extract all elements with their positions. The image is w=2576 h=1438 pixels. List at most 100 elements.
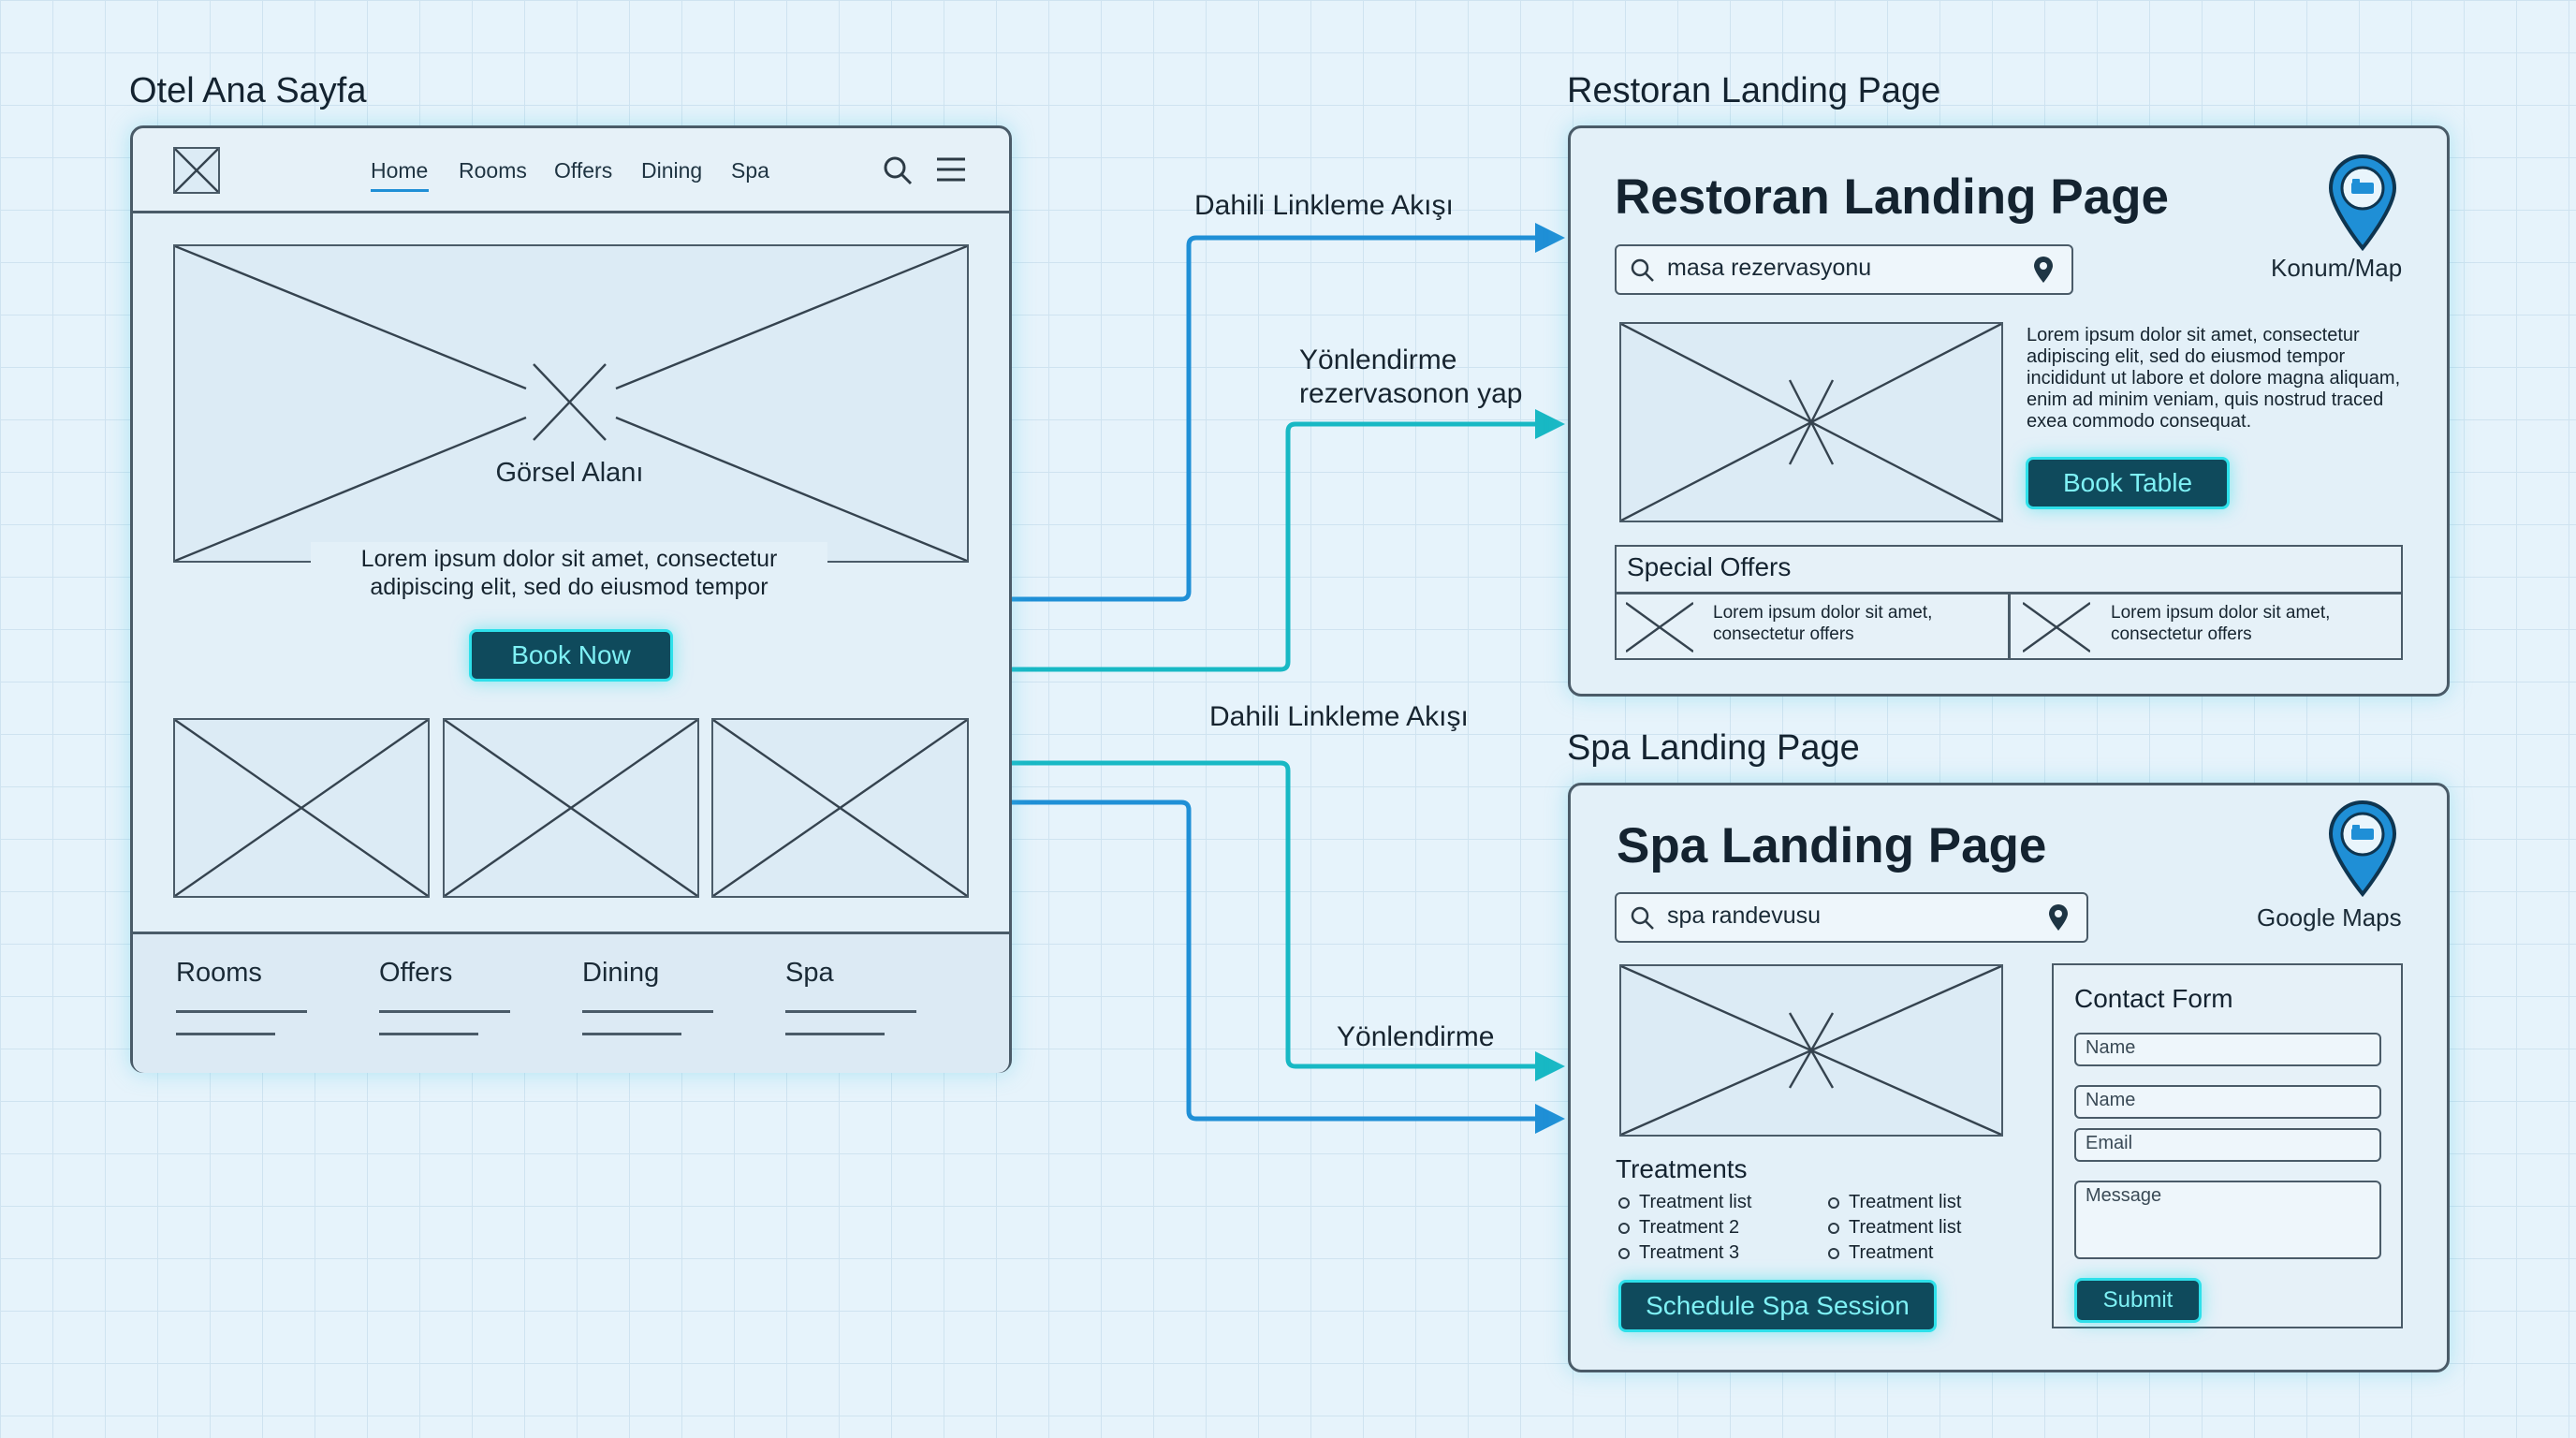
flow-label-internal-bottom: Dahili Linkleme Akışı [1209, 701, 1469, 732]
restaurant-description-line-1: Lorem ipsum dolor sit amet, consectetur [2027, 325, 2360, 345]
nav-offers[interactable]: Offers [554, 158, 613, 183]
nav-home[interactable]: Home [371, 158, 429, 183]
treatment-left-3: Treatment 3 [1617, 1242, 1740, 1263]
flow-label-redirect-bottom: Yönlendirme [1337, 1021, 1495, 1052]
search-icon [1631, 906, 1654, 930]
footer-dining-line-1 [582, 1010, 713, 1013]
restaurant-description-line-4: enim ad minim veniam, quis nostrud trace… [2027, 389, 2384, 410]
flow-label-redirect-top-2: rezervasonon yap [1299, 378, 1523, 409]
name-field-2[interactable]: Name [2074, 1085, 2381, 1119]
thumbnail-2 [443, 718, 699, 898]
location-pin-icon [2328, 154, 2397, 252]
footer-offers-line-2 [379, 1033, 478, 1035]
footer-link-offers[interactable]: Offers [379, 958, 453, 988]
restaurant-map-label: Konum/Map [2271, 254, 2403, 282]
location-pin-icon [2328, 800, 2397, 898]
offer-2-text: Lorem ipsum dolor sit amet, consectetur … [2111, 602, 2330, 645]
special-offers-col-divider [2008, 592, 2011, 659]
restaurant-section-title: Restoran Landing Page [1567, 71, 1941, 110]
home-footer [133, 932, 1009, 1073]
nav-dining[interactable]: Dining [641, 158, 703, 183]
contact-form-title: Contact Form [2074, 984, 2233, 1013]
offer-1-line-2: consectetur offers [1713, 624, 1854, 644]
hero-label: Görsel Alanı [495, 458, 644, 488]
email-field-placeholder: Email [2086, 1133, 2133, 1153]
spa-section-title: Spa Landing Page [1567, 728, 1860, 768]
email-field[interactable]: Email [2074, 1128, 2381, 1162]
hero-lorem-line-2: adipiscing elit, sed do eiusmod tempor [370, 574, 768, 600]
contact-form: Contact Form Name Name Email Message Sub… [2052, 963, 2403, 1328]
offer-2-line-1: Lorem ipsum dolor sit amet, [2111, 603, 2331, 623]
restaurant-description-line-3: incididunt ut labore et dolore magna ali… [2027, 368, 2401, 389]
restaurant-search-input[interactable]: masa rezervasyonu [1615, 244, 2073, 295]
footer-offers-line-1 [379, 1010, 510, 1013]
hamburger-menu-icon[interactable] [935, 156, 967, 183]
name-field-2-placeholder: Name [2086, 1090, 2136, 1110]
arrow-redirect-to-restaurant [1007, 421, 1535, 672]
treatments-title: Treatments [1616, 1154, 1748, 1183]
footer-link-spa[interactable]: Spa [785, 958, 834, 988]
hero-lorem-line-1: Lorem ipsum dolor sit amet, consectetur [360, 546, 778, 572]
restaurant-heading: Restoran Landing Page [1615, 169, 2169, 225]
message-field[interactable]: Message [2074, 1181, 2381, 1259]
submit-button[interactable]: Submit [2074, 1278, 2202, 1323]
footer-spa-line-1 [785, 1010, 916, 1013]
nav-rooms[interactable]: Rooms [459, 158, 527, 183]
offer-2-line-2: consectetur offers [2111, 624, 2252, 644]
treatment-left-1: Treatment list [1617, 1192, 1752, 1212]
treatment-right-2: Treatment list [1827, 1217, 1962, 1238]
arrow-redirect-to-spa [1007, 800, 1535, 1122]
flow-label-internal-top: Dahili Linkleme Akışı [1194, 190, 1454, 221]
name-field-1[interactable]: Name [2074, 1033, 2381, 1066]
offer-1-thumbnail [1626, 602, 1693, 653]
home-header [133, 128, 1009, 213]
footer-dining-line-2 [582, 1033, 681, 1035]
spa-page-wireframe: Spa Landing Page Google Maps spa randevu… [1568, 783, 2450, 1372]
map-pin-icon[interactable] [2047, 903, 2070, 932]
name-field-1-placeholder: Name [2086, 1037, 2136, 1058]
map-pin-icon[interactable] [2032, 256, 2055, 284]
treatment-left-2: Treatment 2 [1617, 1217, 1740, 1238]
book-table-button[interactable]: Book Table [2026, 457, 2230, 509]
search-icon [1631, 258, 1654, 282]
footer-spa-line-2 [785, 1033, 885, 1035]
special-offers-box: Special Offers Lorem ipsum dolor sit ame… [1615, 545, 2403, 660]
restaurant-description-line-2: adipiscing elit, sed do eiusmod tempor [2027, 346, 2346, 367]
offer-1-text: Lorem ipsum dolor sit amet, consectetur … [1713, 602, 1932, 645]
logo-placeholder [173, 147, 220, 194]
nav-home-underline [371, 189, 429, 192]
treatment-right-3: Treatment [1827, 1242, 1934, 1263]
restaurant-description: Lorem ipsum dolor sit amet, consectetur … [2027, 325, 2420, 433]
hero-text-backdrop [311, 542, 827, 617]
flow-label-redirect-top-1: Yönlendirme [1299, 345, 1457, 375]
restaurant-search-value: masa rezervasyonu [1667, 255, 1872, 281]
offer-2-thumbnail [2023, 602, 2090, 653]
home-section-title: Otel Ana Sayfa [129, 71, 367, 110]
book-now-button[interactable]: Book Now [469, 629, 673, 682]
nav-spa[interactable]: Spa [731, 158, 769, 183]
spa-search-value: spa randevusu [1667, 902, 1822, 929]
footer-rooms-line-1 [176, 1010, 307, 1013]
message-field-placeholder: Message [2086, 1185, 2162, 1206]
special-offers-title: Special Offers [1627, 552, 1792, 581]
footer-link-rooms[interactable]: Rooms [176, 958, 262, 988]
spa-image-placeholder [1619, 964, 2003, 1137]
hero-image-placeholder [173, 244, 969, 563]
home-page-wireframe: Home Rooms Offers Dining Spa Görsel Alan… [130, 125, 1012, 1073]
restaurant-description-line-5: exea commodo consequat. [2027, 411, 2252, 432]
offer-1-line-1: Lorem ipsum dolor sit amet, [1713, 603, 1933, 623]
footer-link-dining[interactable]: Dining [582, 958, 660, 988]
search-icon[interactable] [882, 154, 914, 186]
treatment-right-1: Treatment list [1827, 1192, 1962, 1212]
spa-map-label: Google Maps [2257, 903, 2402, 932]
restaurant-page-wireframe: Restoran Landing Page Konum/Map masa rez… [1568, 125, 2450, 697]
arrow-internal-to-spa [1007, 760, 1535, 1069]
spa-heading: Spa Landing Page [1617, 818, 2047, 873]
footer-rooms-line-2 [176, 1033, 275, 1035]
spa-search-input[interactable]: spa randevusu [1615, 892, 2088, 943]
thumbnail-1 [173, 718, 430, 898]
thumbnail-3 [711, 718, 969, 898]
schedule-spa-session-button[interactable]: Schedule Spa Session [1618, 1280, 1937, 1332]
arrow-internal-to-restaurant [1007, 235, 1535, 602]
